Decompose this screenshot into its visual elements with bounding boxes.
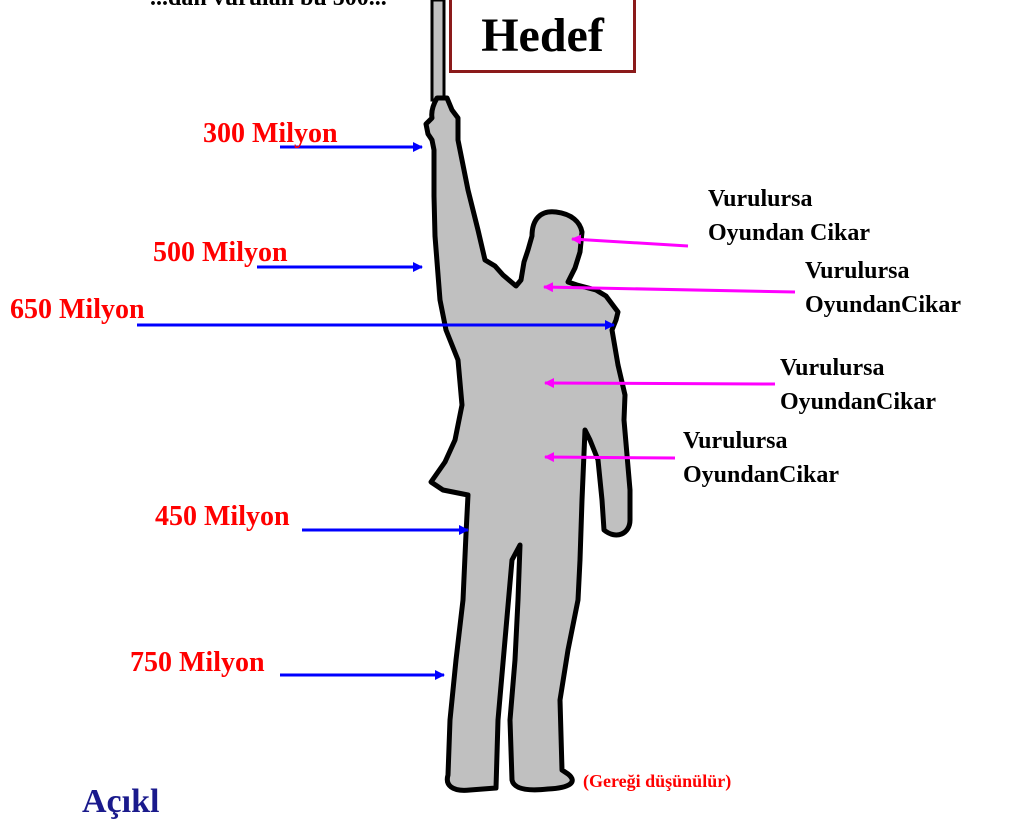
human-silhouette (426, 98, 630, 790)
note-chest-line1: Vurulursa (780, 351, 936, 385)
note-neck: Vurulursa OyundanCikar (805, 254, 961, 322)
value-label-300: 300 Milyon (203, 120, 338, 148)
note-neck-line1: Vurulursa (805, 254, 961, 288)
value-label-750: 750 Milyon (130, 649, 265, 677)
note-arrow-chest (545, 383, 775, 384)
target-diagram: ...dan vurulan bu 500... Hedef 300 Mil (0, 0, 1014, 798)
note-belly-line2: OyundanCikar (683, 458, 839, 492)
hedef-sign: Hedef (449, 0, 636, 73)
note-head: Vurulursa Oyundan Cikar (708, 182, 870, 250)
note-arrow-head (572, 239, 688, 246)
value-label-650: 650 Milyon (10, 296, 145, 324)
value-label-450: 450 Milyon (155, 503, 290, 531)
note-arrow-belly (545, 457, 675, 458)
pole (432, 0, 444, 100)
note-head-line2: Oyundan Cikar (708, 216, 870, 250)
note-belly-line1: Vurulursa (683, 424, 839, 458)
hedef-label: Hedef (481, 8, 604, 63)
note-chest: Vurulursa OyundanCikar (780, 351, 936, 419)
note-head-line1: Vurulursa (708, 182, 870, 216)
note-chest-line2: OyundanCikar (780, 385, 936, 419)
note-neck-line2: OyundanCikar (805, 288, 961, 322)
note-belly: Vurulursa OyundanCikar (683, 424, 839, 492)
footnote: (Gereği düşünülür) (583, 772, 731, 790)
bottom-heading: Açıkl (82, 785, 159, 819)
value-label-500: 500 Milyon (153, 239, 288, 267)
